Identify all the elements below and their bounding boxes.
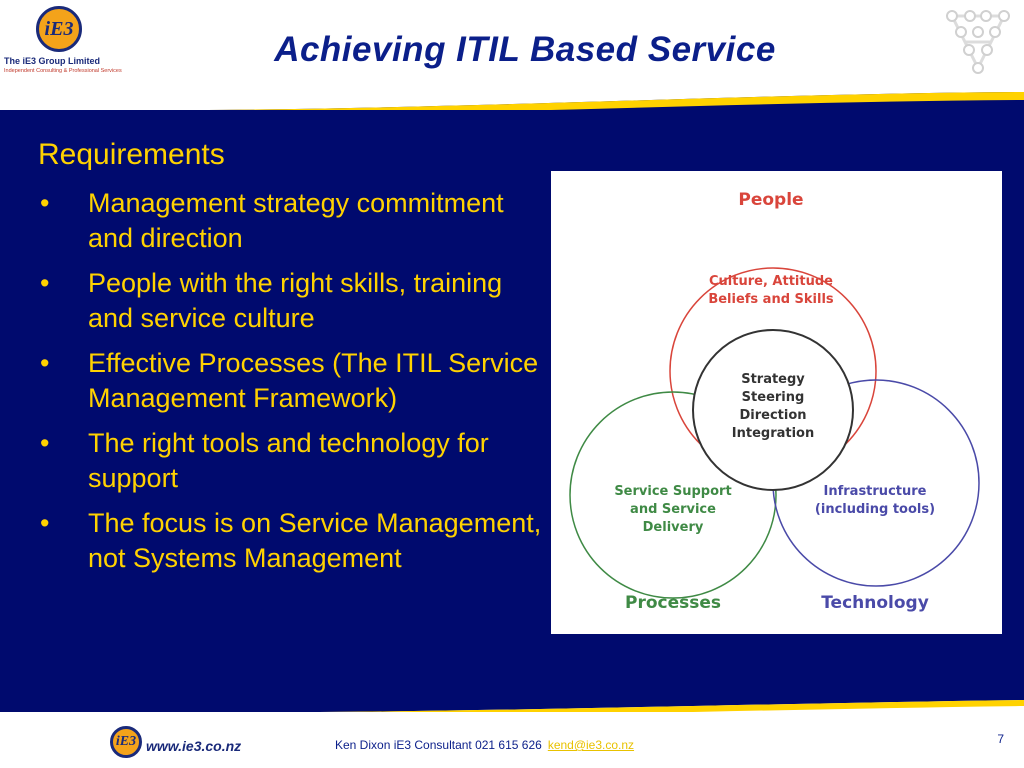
footer-contact: Ken Dixon iE3 Consultant 021 615 626 kend…	[335, 738, 634, 752]
bullet-marker: •	[40, 268, 50, 298]
center-line3: Direction	[739, 408, 806, 423]
list-item: • The right tools and technology for supp…	[38, 426, 548, 496]
technology-inner-line1: Infrastructure	[824, 484, 927, 499]
list-item-text: People with the right skills, training a…	[88, 268, 503, 333]
people-inner-line2: Beliefs and Skills	[708, 292, 834, 307]
list-item: • The focus is on Service Management, not…	[38, 506, 548, 576]
logo-mark: iE3	[44, 17, 74, 40]
logo-company-name: The iE3 Group Limited	[4, 56, 101, 66]
footer-logo-mark: iE3	[115, 734, 137, 749]
strategy-circle	[692, 329, 854, 491]
bullet-marker: •	[40, 508, 50, 538]
list-item: • People with the right skills, training …	[38, 266, 548, 336]
people-inner-line1: Culture, Attitude	[709, 274, 833, 289]
center-line1: Strategy	[741, 372, 805, 387]
footer-contact-text: Ken Dixon iE3 Consultant 021 615 626	[335, 738, 542, 752]
footer-website-link[interactable]: www.ie3.co.nz	[146, 738, 242, 754]
company-logo: iE3 The iE3 Group Limited Independent Co…	[4, 4, 122, 82]
processes-circle	[569, 391, 777, 599]
processes-inner-line2: and Service	[630, 502, 716, 517]
technology-label: Technology	[821, 593, 929, 613]
bullet-marker: •	[40, 348, 50, 378]
network-dots-icon	[946, 10, 1010, 74]
venn-svg: People Culture, Attitude Beliefs and Ski…	[569, 190, 980, 613]
list-item-text: The focus is on Service Management, not …	[88, 508, 542, 573]
list-item: • Effective Processes (The ITIL Service M…	[38, 346, 548, 416]
processes-inner-line3: Delivery	[643, 520, 704, 535]
logo-emblem: iE3	[36, 6, 82, 52]
list-item-text: Effective Processes (The ITIL Service Ma…	[88, 348, 539, 413]
list-item-text: The right tools and technology for suppo…	[88, 428, 489, 493]
people-label: People	[738, 190, 803, 210]
bullet-marker: •	[40, 428, 50, 458]
logo-tagline: Independent Consulting & Professional Se…	[4, 68, 122, 74]
requirements-heading: Requirements	[38, 138, 225, 171]
center-line4: Integration	[732, 426, 814, 441]
list-item: • Management strategy commitment and dire…	[38, 186, 548, 256]
bullet-marker: •	[40, 188, 50, 218]
processes-inner-line1: Service Support	[614, 484, 731, 499]
footer-logo: iE3	[110, 726, 142, 758]
footer-email-link[interactable]: kend@ie3.co.nz	[547, 738, 635, 752]
list-item-text: Management strategy commitment and direc…	[88, 188, 504, 253]
center-line2: Steering	[742, 390, 805, 405]
slide-footer: iE3 www.ie3.co.nz Ken Dixon iE3 Consulta…	[0, 712, 1024, 768]
technology-inner-line2: (including tools)	[815, 502, 935, 517]
slide-title: Achieving ITIL Based Service	[274, 30, 776, 69]
requirements-list: • Management strategy commitment and dire…	[38, 186, 548, 586]
slide-header: iE3 The iE3 Group Limited Independent Co…	[0, 0, 1024, 86]
processes-label: Processes	[625, 593, 721, 613]
page-number: 7	[997, 732, 1004, 746]
itil-venn-diagram: People Culture, Attitude Beliefs and Ski…	[551, 171, 1002, 634]
